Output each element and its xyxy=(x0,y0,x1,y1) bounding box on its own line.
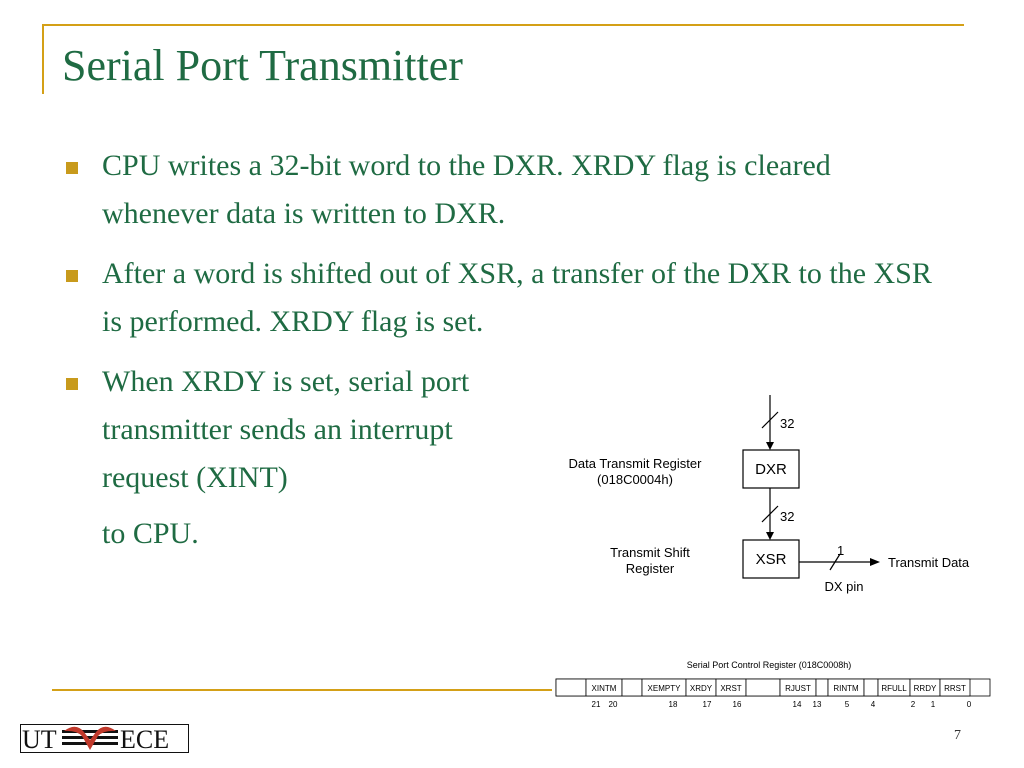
bus-width-mid: 32 xyxy=(780,509,794,524)
longhorn-icon xyxy=(62,726,118,750)
dxr-box xyxy=(742,449,800,489)
dx-pin-label: DX pin xyxy=(824,579,863,594)
dxr-register-label: Data Transmit Register xyxy=(569,456,703,471)
register-cell xyxy=(863,678,879,697)
register-bit-number: 17 xyxy=(703,700,712,709)
register-cell xyxy=(939,678,971,697)
register-field-label: XRST xyxy=(720,684,741,693)
ut-ece-logo: UT ECE xyxy=(20,724,189,754)
register-field-label: XEMPTY xyxy=(648,684,682,693)
bullet-text: When XRDY is set, serial port transmitte… xyxy=(102,365,470,494)
transmit-block-diagram: 32 DXR Data Transmit Register (018C0004h… xyxy=(569,395,970,594)
register-field-label: XRDY xyxy=(690,684,713,693)
bus-slash-mid xyxy=(761,505,779,523)
bus-slash-top xyxy=(761,411,779,429)
left-rule xyxy=(42,24,44,94)
register-bit-number: 16 xyxy=(733,700,742,709)
register-fields: XINTM XEMPTY XRDY XRST RJUST RINTM RFULL RRDY RR… xyxy=(555,678,971,697)
output-slash xyxy=(829,553,841,571)
bus-width-top: 32 xyxy=(780,416,794,431)
register-field-label: XINTM xyxy=(592,684,617,693)
register-bit-number: 4 xyxy=(871,700,876,709)
top-rule xyxy=(42,24,964,26)
register-bit-number: 20 xyxy=(609,700,618,709)
bottom-rule xyxy=(52,689,552,691)
xsr-box-label: XSR xyxy=(756,551,787,568)
register-field-label: RRDY xyxy=(914,684,937,693)
logo-border xyxy=(20,724,189,753)
slide-title: Serial Port Transmitter xyxy=(62,41,463,90)
bullet-item: CPU writes a 32-bit word to the DXR. XRD… xyxy=(62,142,942,238)
dxr-box-label: DXR xyxy=(755,461,787,478)
register-bit-number: 18 xyxy=(669,700,678,709)
bullet-square-icon xyxy=(66,162,78,174)
register-field-label: RFULL xyxy=(881,684,907,693)
page-number: 7 xyxy=(954,728,961,743)
xsr-box xyxy=(742,539,800,579)
register-field-label: RJUST xyxy=(785,684,811,693)
bullet-item: After a word is shifted out of XSR, a tr… xyxy=(62,250,942,346)
bullet-square-icon xyxy=(66,378,78,390)
bullet-square-icon xyxy=(66,270,78,282)
control-register-table: Serial Port Control Register (018C0008h)… xyxy=(555,660,991,709)
register-bit-number: 1 xyxy=(931,700,936,709)
dxr-address-label: (018C0004h) xyxy=(597,472,673,487)
register-cell xyxy=(815,678,829,697)
register-cell xyxy=(555,678,587,697)
transmit-data-label: Transmit Data xyxy=(888,555,970,570)
arrow-down-icon xyxy=(766,442,774,450)
register-bit-number: 5 xyxy=(845,700,850,709)
register-bit-number: 13 xyxy=(813,700,822,709)
register-field-label: RRST xyxy=(944,684,966,693)
register-bit-number: 21 xyxy=(592,700,601,709)
xsr-register-label-1: Transmit Shift xyxy=(610,545,690,560)
bullet-text: CPU writes a 32-bit word to the DXR. XRD… xyxy=(102,149,831,230)
register-cell xyxy=(745,678,781,697)
register-cell xyxy=(621,678,643,697)
logo-right-text: ECE xyxy=(120,725,169,754)
register-bit-number: 2 xyxy=(911,700,916,709)
register-field-label: RINTM xyxy=(833,684,859,693)
arrow-down-icon xyxy=(766,532,774,540)
register-bit-number: 0 xyxy=(967,700,972,709)
arrow-right-icon xyxy=(870,558,880,566)
bullet-text: After a word is shifted out of XSR, a tr… xyxy=(102,257,932,338)
register-bit-number: 14 xyxy=(793,700,802,709)
logo-left-text: UT xyxy=(22,725,57,754)
output-width: 1 xyxy=(837,543,844,558)
register-title: Serial Port Control Register (018C0008h) xyxy=(687,660,852,670)
bullet-item: When XRDY is set, serial port transmitte… xyxy=(62,358,922,558)
xsr-register-label-2: Register xyxy=(626,561,675,576)
bullet-list: CPU writes a 32-bit word to the DXR. XRD… xyxy=(62,142,942,570)
bullet-text-continuation: to CPU. xyxy=(102,517,199,550)
